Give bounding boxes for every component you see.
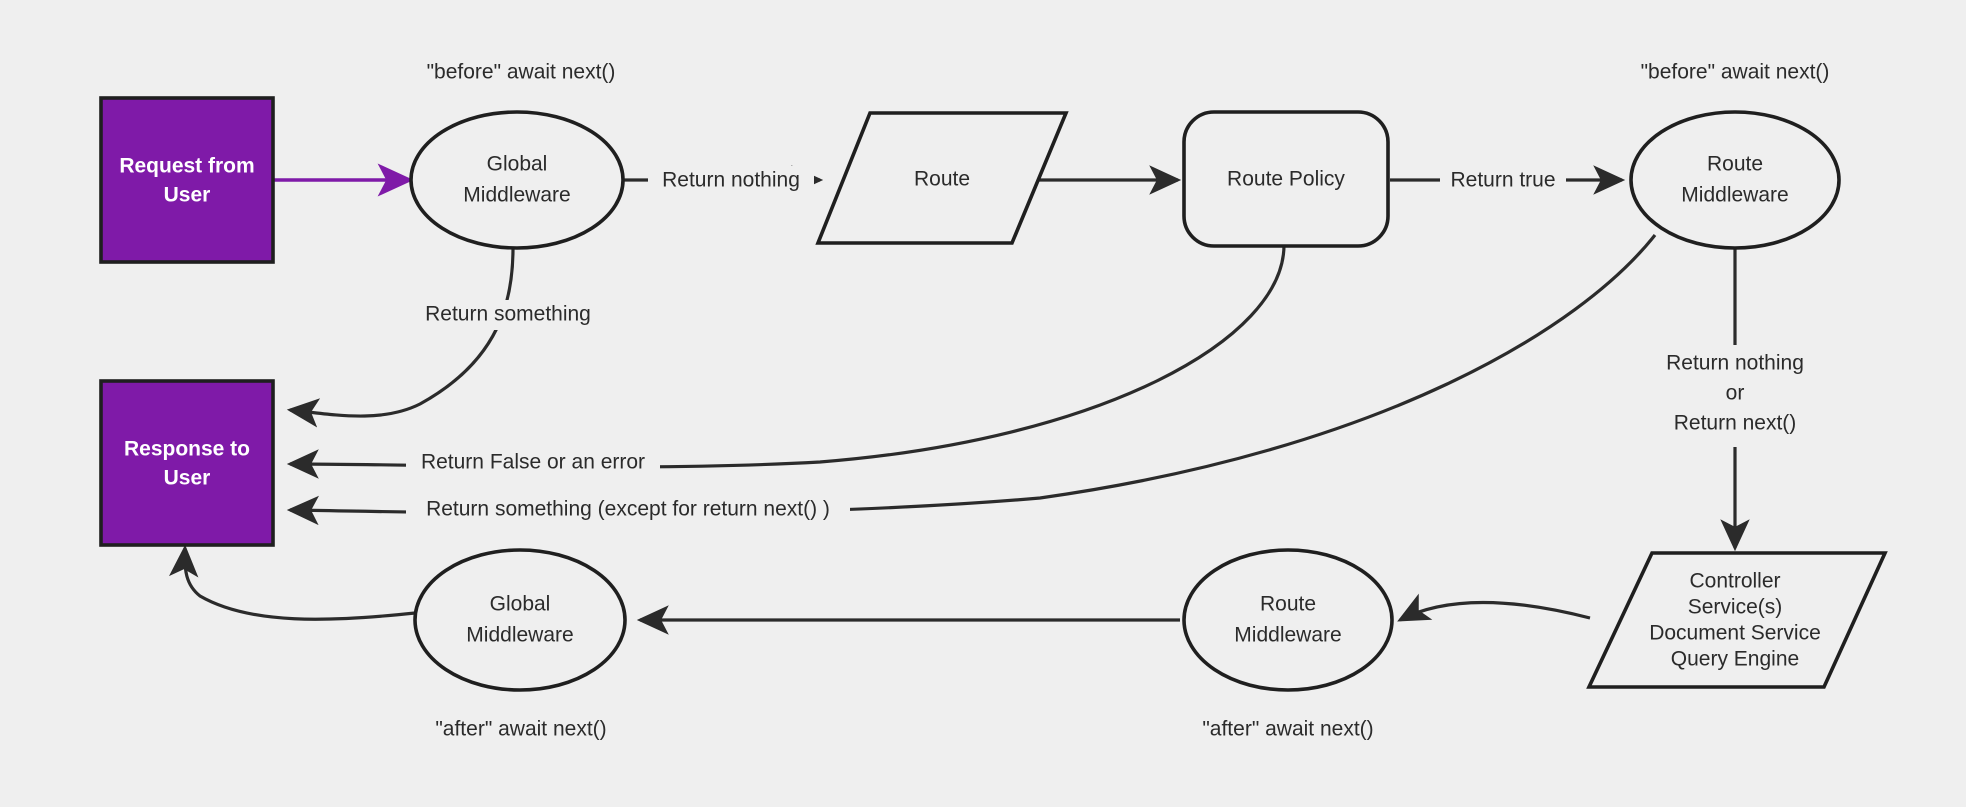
- node-route-middleware-after-label-line2: Middleware: [1234, 624, 1341, 647]
- edge-label-return-true-text: Return true: [1450, 169, 1555, 192]
- node-response-to-user-label-line2: User: [164, 467, 211, 490]
- node-global-middleware-after-label-line2: Middleware: [466, 624, 573, 647]
- node-request-from-user-label-line2: User: [164, 184, 211, 207]
- edge-label-return-nothing-or-next-line2: or: [1726, 382, 1745, 405]
- edge-label-return-true: Return true: [1440, 166, 1566, 196]
- node-global-middleware-after-label-line1: Global: [490, 593, 551, 616]
- edge-label-return-nothing-text: Return nothing: [662, 169, 800, 192]
- node-route-middleware-before[interactable]: Route Middleware: [1629, 110, 1841, 250]
- node-request-from-user[interactable]: Request from User: [99, 96, 275, 264]
- node-controller-label-line4: Query Engine: [1671, 648, 1799, 671]
- edge-global-middleware-return-something: [286, 247, 515, 428]
- edge-label-return-something-except-text: Return something (except for return next…: [426, 498, 830, 521]
- node-route-label: Route: [914, 168, 970, 191]
- edge-label-return-something-text: Return something: [425, 303, 591, 326]
- edge-label-return-false-or-error: Return False or an error: [406, 448, 660, 478]
- annotation-after-await-next-middle: "after" await next(): [1202, 718, 1373, 741]
- node-route-middleware-before-label-line1: Route: [1707, 153, 1763, 176]
- annotation-before-await-next-right: "before" await next(): [1641, 61, 1830, 84]
- edge-label-return-false-or-error-text: Return False or an error: [421, 451, 645, 474]
- edge-label-return-nothing-or-next-line3: Return next(): [1674, 412, 1797, 435]
- edge-controller-to-route-middleware-after: [1397, 593, 1591, 622]
- node-global-middleware-before-label-line2: Middleware: [463, 184, 570, 207]
- node-route[interactable]: Route: [815, 111, 1069, 245]
- edge-label-return-nothing-or-next: Return nothing or Return next(): [1648, 345, 1824, 447]
- annotation-before-await-next-left: "before" await next(): [427, 61, 616, 84]
- node-route-policy[interactable]: Route Policy: [1182, 110, 1390, 248]
- edge-label-return-nothing: Return nothing: [648, 166, 814, 196]
- node-request-from-user-label-line1: Request from: [119, 155, 254, 178]
- node-controller-label-line2: Service(s): [1688, 596, 1783, 619]
- node-global-middleware-before-label-line1: Global: [487, 153, 548, 176]
- node-controller-label-line1: Controller: [1689, 570, 1780, 593]
- node-route-middleware-before-label-line2: Middleware: [1681, 184, 1788, 207]
- edge-route-policy-return-false: [286, 244, 1286, 479]
- node-controller-label-line3: Document Service: [1649, 622, 1821, 645]
- node-global-middleware-after[interactable]: Global Middleware: [413, 548, 627, 692]
- node-response-to-user-label-line1: Response to: [124, 438, 250, 461]
- node-controller-services[interactable]: Controller Service(s) Document Service Q…: [1586, 551, 1888, 689]
- edge-label-return-nothing-or-next-line1: Return nothing: [1666, 352, 1804, 375]
- node-route-middleware-after[interactable]: Route Middleware: [1182, 548, 1394, 692]
- node-global-middleware-before[interactable]: Global Middleware: [409, 110, 625, 250]
- node-route-middleware-after-label-line1: Route: [1260, 593, 1316, 616]
- edge-label-return-something-except: Return something (except for return next…: [406, 495, 850, 525]
- edge-global-middleware-after-to-response: [168, 544, 416, 621]
- node-response-to-user[interactable]: Response to User: [99, 379, 275, 547]
- edge-label-return-something: Return something: [412, 300, 604, 330]
- annotation-after-await-next-left: "after" await next(): [435, 718, 606, 741]
- node-route-policy-label: Route Policy: [1227, 168, 1345, 191]
